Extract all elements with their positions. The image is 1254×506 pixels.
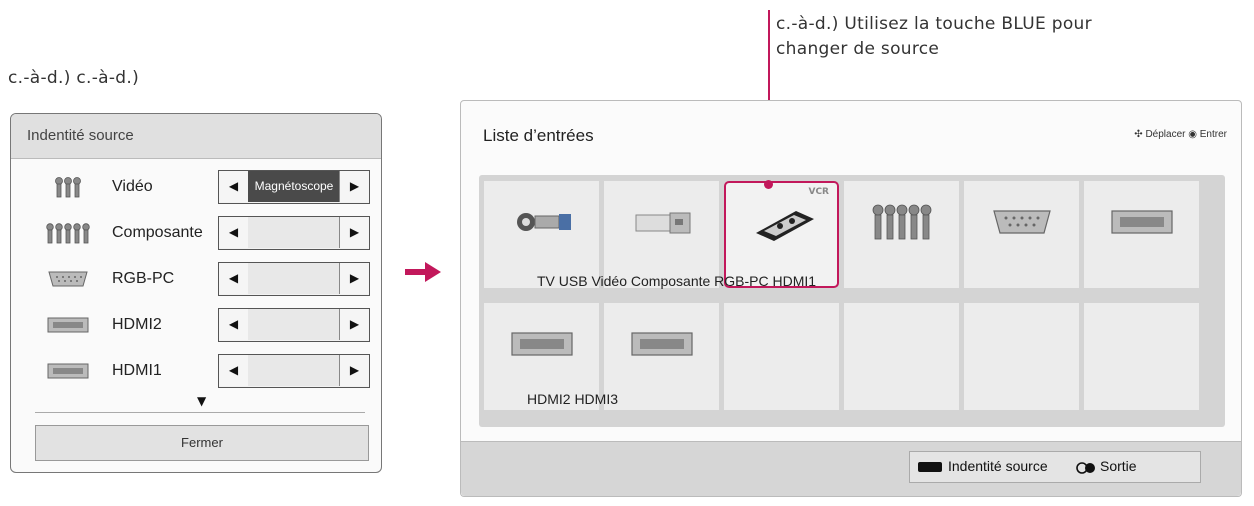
tile-empty [724,303,839,410]
usb-icon [635,212,691,234]
tile-usb[interactable] [604,181,719,288]
row-component: Composante ◀ ▶ [11,214,381,254]
row-rgb-pc: RGB-PC ◀ ▶ [11,260,381,300]
caption-left: c.-à-d.) c.-à-d.) [8,68,140,88]
tile-component[interactable] [844,181,959,288]
close-button[interactable]: Fermer [35,425,369,461]
navigation-help-text: Déplacer ◉ Entrer [1145,129,1227,140]
right-arrow-icon[interactable]: ▶ [339,263,369,294]
input-names-row1: TV USB Vidéo Composante RGB-PC HDMI1 [537,273,817,289]
component-connector-icon [46,223,90,244]
vcr-tag: VCR [808,187,829,197]
right-arrow-icon[interactable]: ▶ [339,309,369,340]
rgb-pc-icon [993,210,1051,234]
row-label-component: Composante [112,224,203,241]
pointer-dot [764,180,773,189]
composite-connector-icon [55,177,81,198]
blue-key-icon [918,462,942,472]
tile-rgb-pc[interactable] [964,181,1079,288]
tile-hdmi3[interactable] [604,303,719,410]
row-video: Vidéo ◀ Magnétoscope ▶ [11,168,381,208]
right-arrow-icon [405,262,441,282]
row-label-hdmi1: HDMI1 [112,362,162,379]
row-label-hdmi2: HDMI2 [112,316,162,333]
tile-hdmi1[interactable] [1084,181,1199,288]
left-arrow-icon[interactable]: ◀ [219,171,249,202]
caption-right: c.-à-d.) Utilisez la touche BLUE pour ch… [776,12,1166,62]
right-arrow-icon[interactable]: ▶ [339,217,369,248]
rgb-pc-connector-icon [48,271,88,287]
exit-icon [1076,462,1095,474]
move-icon: ✣ [1134,129,1146,140]
tile-video-selected[interactable]: VCR [724,181,839,288]
input-list-panel: Liste d’entrées ✣ Déplacer ◉ Entrer VCR [460,100,1242,497]
pointer-line [768,10,770,185]
panel-footer: Indentité source Sortie [461,441,1241,496]
caption-right-text: c.-à-d.) Utilisez la touche BLUE pour ch… [776,14,1092,59]
footer-buttons: Indentité source Sortie [909,451,1201,483]
select-value-hdmi2 [248,309,340,340]
tile-tv[interactable] [484,181,599,288]
hdmi2-source-select[interactable]: ◀ ▶ [218,308,370,342]
rgb-pc-source-select[interactable]: ◀ ▶ [218,262,370,296]
vcr-icon [756,211,814,241]
row-label-rgb-pc: RGB-PC [112,270,175,287]
component-source-select[interactable]: ◀ ▶ [218,216,370,250]
hdmi-connector-icon [47,317,89,333]
hdmi-icon [1111,210,1173,234]
dialog-divider [35,412,365,413]
scroll-down-icon[interactable]: ▼ [197,394,207,408]
hdmi-connector-icon [47,363,89,379]
exit-button[interactable]: Sortie [1100,458,1137,474]
left-arrow-icon[interactable]: ◀ [219,217,249,248]
tile-hdmi2[interactable] [484,303,599,410]
video-source-select[interactable]: ◀ Magnétoscope ▶ [218,170,370,204]
source-identity-button[interactable]: Indentité source [948,458,1048,474]
select-value-hdmi1 [248,355,340,386]
panel-title: Liste d’entrées [483,126,594,145]
source-identity-dialog: Indentité source Vidéo ◀ Magnétoscope ▶ … [10,113,382,473]
select-value-video: Magnétoscope [248,171,340,202]
row-hdmi2: HDMI2 ◀ ▶ [11,306,381,346]
row-hdmi1: HDMI1 ◀ ▶ [11,352,381,392]
input-grid: VCR [479,175,1225,427]
left-arrow-icon[interactable]: ◀ [219,309,249,340]
hdmi-icon [511,332,573,356]
tile-empty [844,303,959,410]
tile-empty [1084,303,1199,410]
tile-empty [964,303,1079,410]
select-value-rgb-pc [248,263,340,294]
hdmi1-source-select[interactable]: ◀ ▶ [218,354,370,388]
navigation-help: ✣ Déplacer ◉ Entrer [1134,129,1227,140]
row-label-video: Vidéo [112,178,153,195]
dialog-header: Indentité source [11,114,381,159]
input-names-row2: HDMI2 HDMI3 [527,391,619,407]
dialog-title: Indentité source [27,127,134,144]
left-arrow-icon[interactable]: ◀ [219,263,249,294]
hdmi-icon [631,332,693,356]
component-icon [872,204,932,240]
left-arrow-icon[interactable]: ◀ [219,355,249,386]
select-value-component [248,217,340,248]
right-arrow-icon[interactable]: ▶ [339,355,369,386]
antenna-icon [517,213,571,231]
right-arrow-icon[interactable]: ▶ [339,171,369,202]
